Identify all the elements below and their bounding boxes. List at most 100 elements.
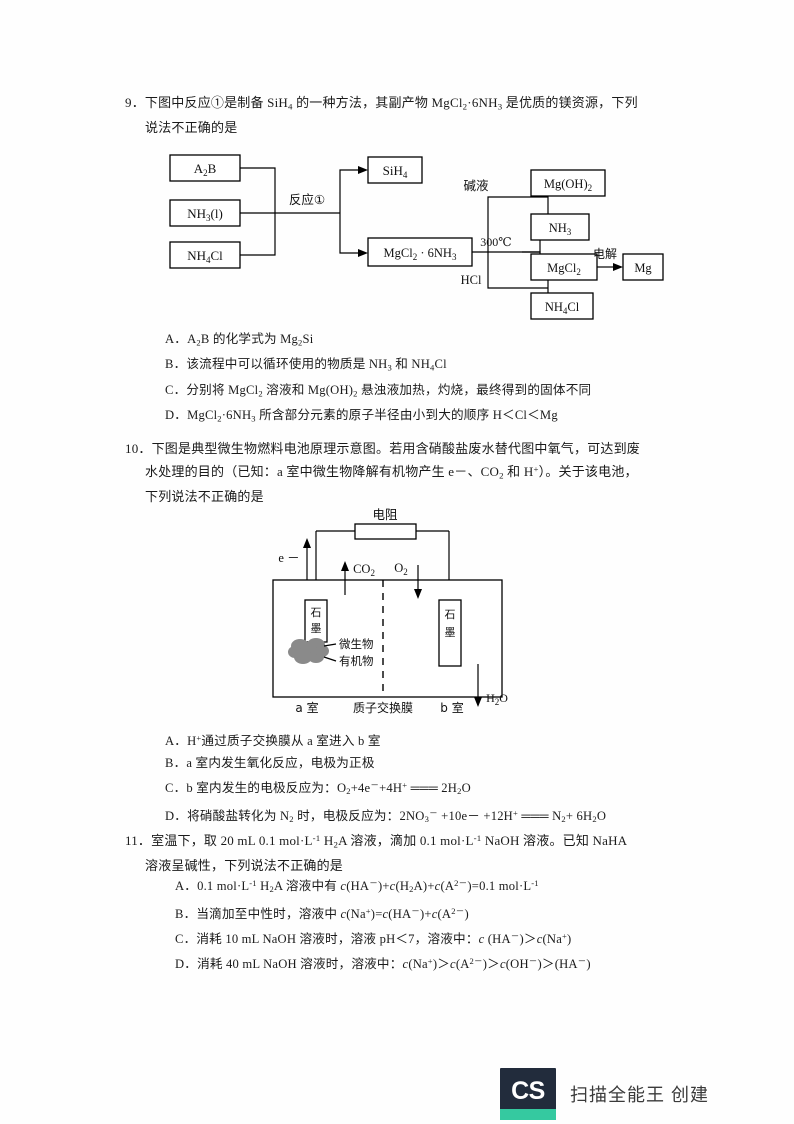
q10-option-a: A．H+通过质子交换膜从 a 室进入 b 室 (165, 733, 381, 748)
q10-options: A．H+通过质子交换膜从 a 室进入 b 室 B．a 室内发生氧化反应，电极为正… (165, 727, 606, 830)
box-nh3-out-label: NH3 (549, 221, 572, 237)
arrow-to-mg (613, 263, 623, 271)
q11-options: A．0.1 mol·L-1 H2A 溶液中有 c(HA－)+c(H2A)+c(A… (175, 872, 591, 975)
box-mgcl2-out-label: MgCl2 (547, 261, 581, 277)
line-300c-to-nh3 (522, 227, 558, 253)
organic-leader-line (323, 656, 337, 662)
arrow-to-nh3-a (558, 218, 568, 226)
line-alkali-branch (487, 196, 548, 252)
box-mgcl2-6nh3-label: MgCl2 · 6NH3 (384, 246, 457, 262)
graphite-right-label-2: 墨 (445, 626, 456, 639)
camscanner-watermark: CS 扫描全能王 创建 (500, 1068, 709, 1120)
box-mg-oh-2 (530, 169, 606, 197)
camscanner-watermark-label: 扫描全能王 创建 (570, 1085, 710, 1105)
membrane-label: 质子交换膜 (353, 700, 413, 715)
o2-label: O2 (394, 561, 408, 577)
box-nh4cl-input (169, 241, 241, 269)
resistor-box (354, 523, 417, 540)
q10-option-c: C．b 室内发生的电极反应为：O2+4e－+4H+ ═══ 2H2O (165, 779, 471, 797)
box-mg (622, 253, 664, 281)
question-9: 9．下图中反应①是制备 SiH4 的一种方法，其副产物 MgCl2·6NH3 是… (125, 92, 638, 138)
q9-option-b: B．该流程中可以循环使用的物质是 NH3 和 NH4Cl (165, 357, 447, 373)
question-10: 10．下图是典型微生物燃料电池原理示意图。若用含硝酸盐废水替代图中氧气，可达到废… (125, 438, 640, 507)
q11-option-c: C．消耗 10 mL NaOH 溶液时，溶液 pH＜7，溶液中：c (HA－)＞… (175, 931, 572, 946)
organic-label: 有机物 (339, 654, 374, 668)
box-mgcl2-out (530, 253, 598, 281)
box-a2b (169, 154, 241, 182)
camscanner-logo-icon: CS (500, 1068, 556, 1120)
chamber-a-label: a 室 (295, 700, 318, 715)
box-nh4cl-input-label: NH4Cl (187, 248, 223, 265)
line-split-up (339, 169, 358, 213)
q9-option-d: D．MgCl2·6NH3 所含部分元素的原子半径由小到大的顺序 H＜Cl＜Mg (165, 408, 558, 424)
q10-option-d: D．将硝酸盐转化为 N2 时，电极反应为：2NO3－ +10e－ +12H+ ═… (165, 808, 607, 825)
box-nh4cl-out-label: NH4Cl (545, 300, 580, 316)
box-a2b-label: A2B (194, 161, 217, 178)
electron-label: e － (278, 551, 299, 565)
box-nh3l (169, 199, 241, 227)
q9-option-c: C．分别将 MgCl2 溶液和 Mg(OH)2 悬浊液加热，灼烧，最终得到的固体… (165, 382, 592, 399)
arrow-to-mgcl2-b (558, 264, 568, 272)
microbe-blob (288, 638, 329, 664)
line-alkali-to-mgoh2 (547, 177, 558, 197)
q10-option-b: B．a 室内发生氧化反应，电极为正极 (165, 755, 375, 770)
resistor-label: 电阻 (372, 507, 398, 522)
box-nh4cl-out (530, 292, 594, 320)
q9-stem-line-1: 9．下图中反应①是制备 SiH4 的一种方法，其副产物 MgCl2·6NH3 是… (125, 92, 638, 117)
line-hcl-to-mgcl2 (547, 267, 558, 288)
q11-stem-line-1: 11．室温下，取 20 mL 0.1 mol·L-1 H2A 溶液，滴加 0.1… (125, 828, 627, 855)
graphite-right-label-1: 石 (445, 608, 456, 621)
o2-arrow-head (414, 589, 422, 599)
graphite-left-label-1: 石 (311, 606, 322, 619)
line-hcl-to-nh4cl (547, 288, 558, 306)
q10-stem-line-3: 下列说法不正确的是 (145, 489, 264, 505)
arrow-to-mgcl2-a (558, 259, 568, 267)
q10-stem-line-1: 10．下图是典型微生物燃料电池原理示意图。若用含硝酸盐废水替代图中氧气，可达到废 (125, 438, 640, 459)
box-mg-oh-2-label: Mg(OH)2 (544, 177, 592, 193)
q11-option-b: B．当滴加至中性时，溶液中 c(Na+)=c(HA－)+c(A2－) (175, 906, 469, 922)
q10-stem-line-2: 水处理的目的（已知：a 室中微生物降解有机物产生 e－、CO2 和 H+）。关于… (145, 463, 638, 481)
camscanner-logo-text: CS (511, 1076, 545, 1105)
q11-stem-text-1: 室温下，取 20 mL 0.1 mol·L-1 H2A 溶液，滴加 0.1 mo… (151, 832, 628, 850)
label-alkali: 碱液 (463, 178, 489, 193)
box-nh3l-label: NH3(l) (187, 206, 223, 223)
arrow-to-mgoh2 (558, 174, 568, 182)
fuelcell-graphic: 电阻 e － CO2 O2 石 墨 (272, 507, 508, 715)
q9-stem-line-2: 说法不正确的是 (145, 120, 238, 136)
graphite-electrode-right (438, 599, 462, 667)
camscanner-logo-bar (500, 1109, 556, 1120)
co2-label: CO2 (353, 562, 375, 578)
q11-number: 11． (125, 832, 152, 848)
water-label: H2O (486, 691, 508, 707)
q9-option-a: A．A2B 的化学式为 Mg2Si (165, 332, 314, 348)
arrow-to-nh3-b (558, 224, 568, 232)
box-sih4 (367, 156, 423, 184)
graphite-electrode-left (304, 599, 328, 643)
co2-arrow-head (341, 561, 349, 571)
q11-option-d: D．消耗 40 mL NaOH 溶液时，溶液中：c(Na+)＞c(A2－)＞c(… (175, 955, 591, 971)
q9-options: A．A2B 的化学式为 Mg2Si B．该流程中可以循环使用的物质是 NH3 和… (165, 328, 591, 430)
q9-stem-text-1: 下图中反应①是制备 SiH4 的一种方法，其副产物 MgCl2·6NH3 是优质… (144, 95, 638, 112)
flowchart-boxes: A2B NH3(l) NH4Cl 反应① SiH4 MgCl2 · 6NH3 (169, 154, 664, 320)
box-mg-label: Mg (634, 261, 652, 275)
chamber-b-label: b 室 (440, 700, 463, 715)
box-sih4-label: SiH4 (383, 163, 408, 180)
q10-stem-text-1: 下图是典型微生物燃料电池原理示意图。若用含硝酸盐废水替代图中氧气，可达到废 (151, 441, 641, 456)
line-split-down (339, 213, 358, 254)
label-300c: 300℃ (480, 235, 511, 249)
water-arrow-head (474, 697, 482, 707)
line-alkali-to-nh3 (547, 197, 558, 223)
label-electrolysis: 电解 (593, 247, 617, 261)
cell-container (272, 579, 503, 698)
line-hcl-branch (487, 252, 548, 289)
arrow-to-nh4cl (558, 301, 568, 309)
q11-stem-line-2: 溶液呈碱性，下列说法不正确的是 (145, 858, 344, 874)
box-nh3-out (530, 213, 590, 241)
electron-arrow-head (303, 538, 311, 548)
line-300c-to-mgcl2 (522, 251, 558, 264)
box-mgcl2-6nh3 (367, 237, 473, 267)
graphite-left-label-2: 墨 (311, 622, 322, 635)
q11-option-a: A．0.1 mol·L-1 H2A 溶液中有 c(HA－)+c(H2A)+c(A… (175, 878, 539, 895)
q9-number: 9． (125, 95, 145, 110)
